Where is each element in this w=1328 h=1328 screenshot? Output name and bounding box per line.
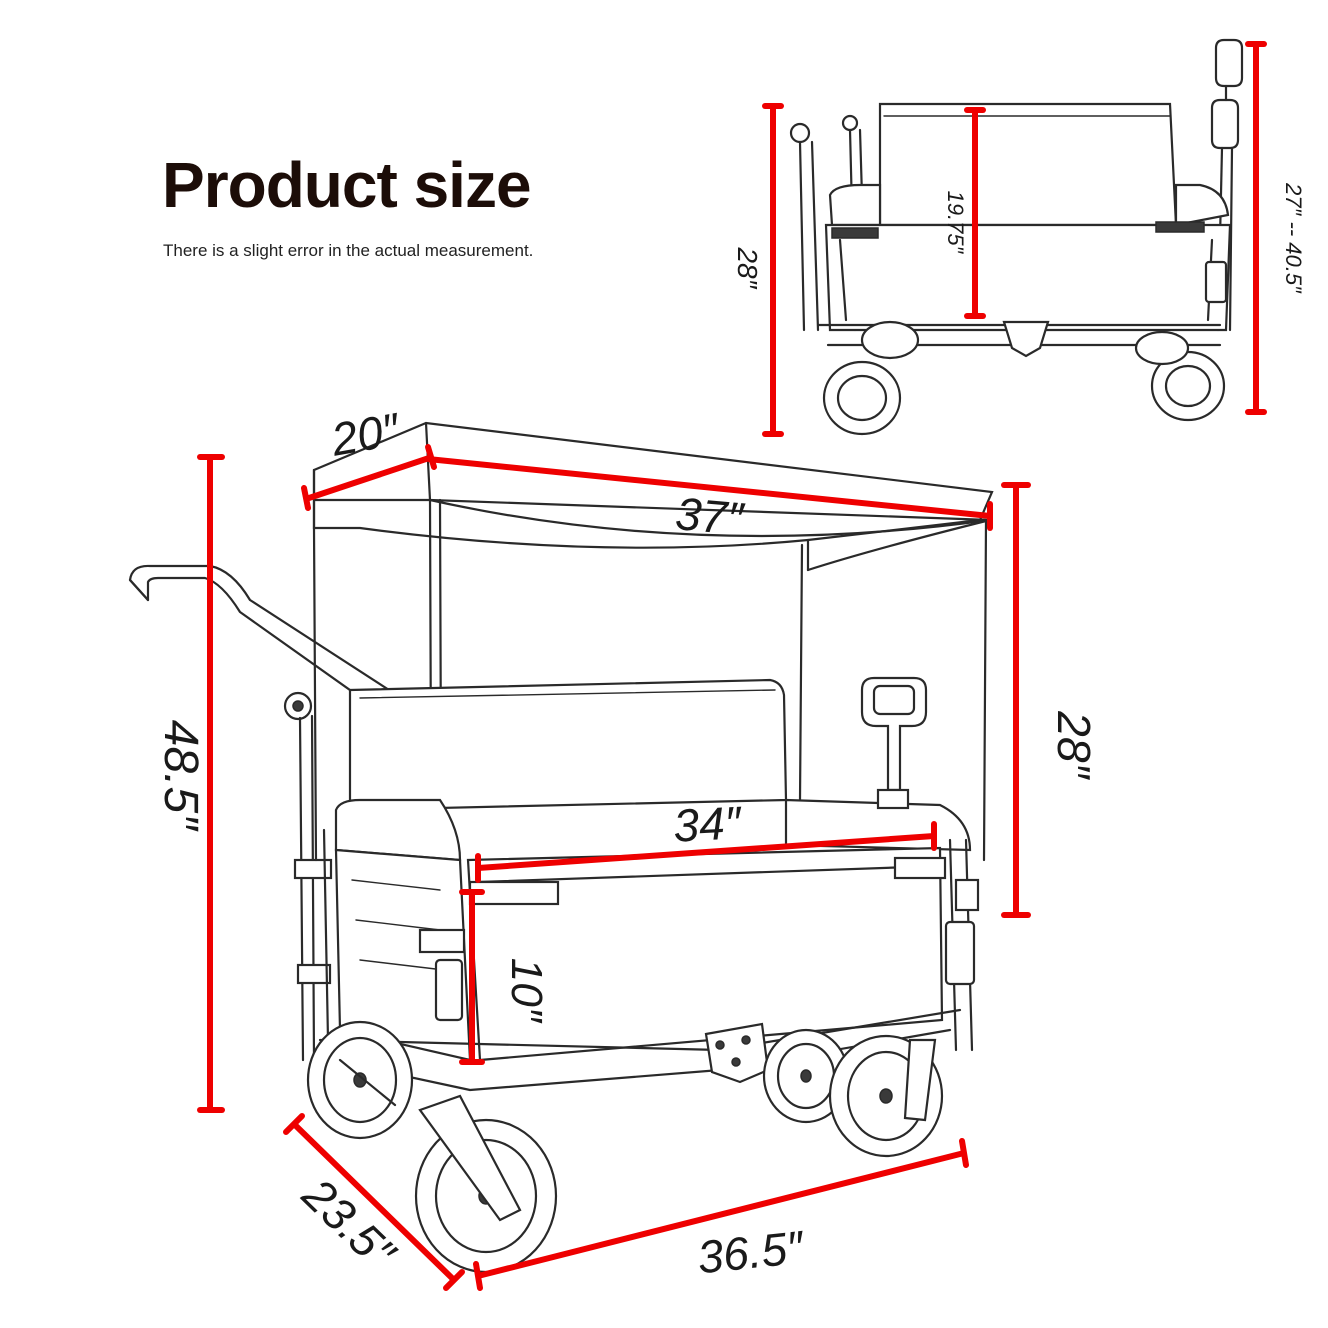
- main-wagon-illustration: [128, 421, 994, 1274]
- label-canopy-depth: 20″: [327, 402, 405, 465]
- dim-line-inner-length: [477, 833, 935, 871]
- dimension-labels: 20″ 37″ 48.5″ 28″ 34″ 10″ 23.5″ 36.5″ 28…: [154, 182, 1306, 1283]
- label-folded-height: 28″: [732, 246, 763, 289]
- page-title: Product size: [162, 149, 532, 221]
- dim-line-canopy-depth: [305, 454, 433, 502]
- dimension-lines: [197, 41, 1267, 1291]
- label-seat-back-height: 19.75″: [943, 191, 968, 255]
- front-view-illustration: [789, 38, 1244, 436]
- wheel-rear-left: [306, 1020, 414, 1140]
- wheel-front-right: [828, 1034, 944, 1158]
- measurement-note: There is a slight error in the actual me…: [163, 241, 534, 260]
- label-bed-depth: 10″: [502, 958, 551, 1024]
- label-total-height: 48.5″: [154, 720, 207, 832]
- dim-line-base-length: [477, 1150, 965, 1279]
- seat-back: [334, 678, 972, 862]
- dim-line-canopy-length: [427, 456, 991, 519]
- dim-line-base-width: [291, 1121, 457, 1283]
- side-handle: [860, 676, 928, 810]
- label-inner-length: 34″: [672, 796, 744, 852]
- label-base-length: 36.5″: [695, 1221, 807, 1284]
- wagon-bed: [322, 828, 980, 1062]
- wheel-front-left: [414, 1094, 558, 1274]
- label-canopy-length: 37″: [674, 487, 747, 545]
- label-base-width: 23.5″: [292, 1167, 406, 1280]
- label-canopy-side-height: 28″: [1048, 710, 1100, 780]
- label-handle-range: 27″ -- 40.5″: [1281, 182, 1306, 294]
